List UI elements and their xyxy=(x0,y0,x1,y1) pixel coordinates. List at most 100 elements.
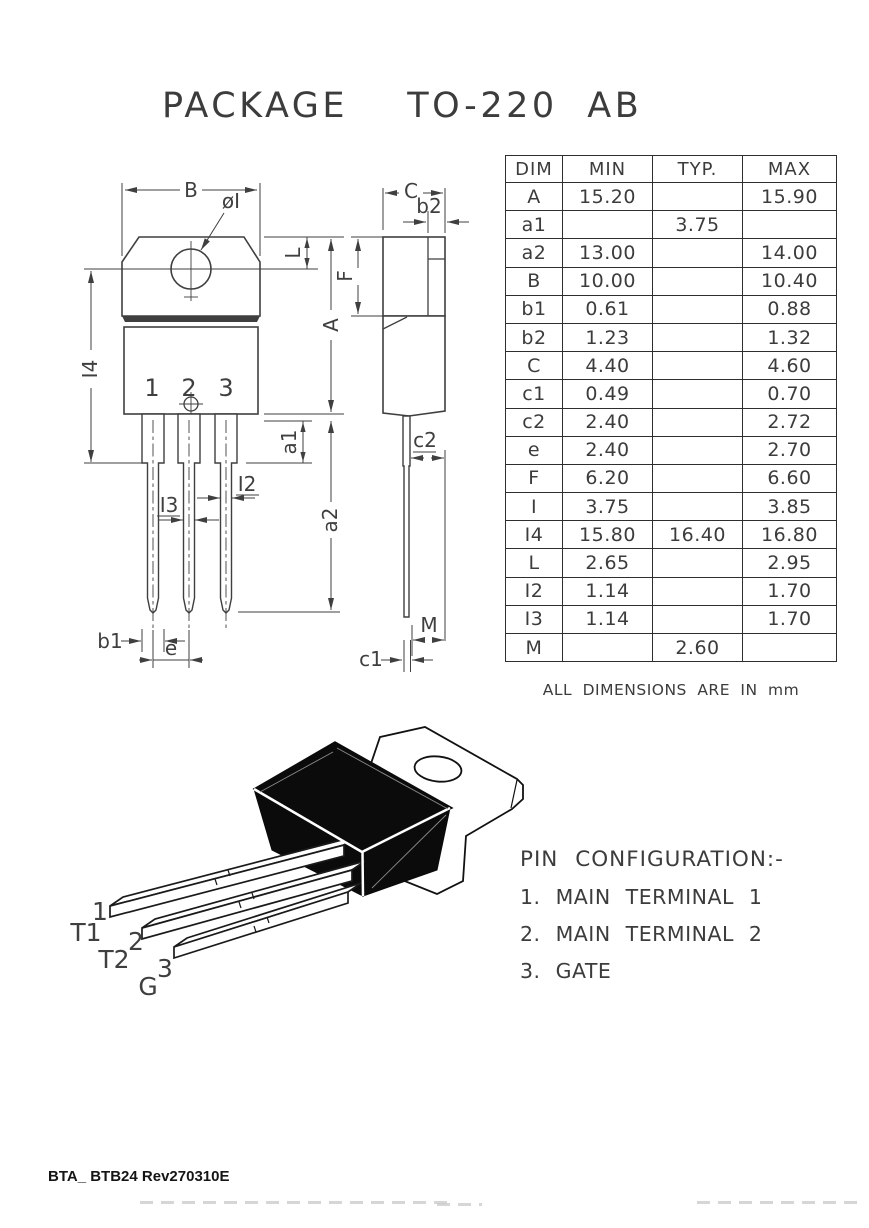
front-view-labels: B øI L A I4 a1 a2 I2 I3 b1 e 1 2 3 xyxy=(78,178,343,660)
dim-label-f: F xyxy=(333,270,357,282)
dim-value-cell xyxy=(652,379,743,409)
dim-label-b2: b2 xyxy=(416,194,441,218)
dim-value-cell: 4.40 xyxy=(562,351,653,381)
table-header-cell: TYP. xyxy=(652,155,743,183)
dim-label-e: e xyxy=(165,636,177,660)
dim-label-c: C xyxy=(404,179,418,203)
dim-value-cell: 3.75 xyxy=(652,210,743,240)
dim-label-a2: a2 xyxy=(318,508,342,533)
dim-value-cell xyxy=(652,407,743,437)
scan-artifact xyxy=(437,1203,482,1206)
dim-value-cell: 2.95 xyxy=(742,548,837,578)
dim-label-i4: I4 xyxy=(78,360,102,379)
iso-pin1-label: T1 xyxy=(69,918,101,947)
dim-label-b: B xyxy=(184,178,198,202)
dim-value-cell xyxy=(742,210,837,240)
dim-label-c1: c1 xyxy=(359,647,383,671)
dim-value-cell: 1.14 xyxy=(562,576,653,606)
dim-value-cell xyxy=(652,266,743,296)
dim-value-cell: 2.40 xyxy=(562,407,653,437)
dim-label-a1: a1 xyxy=(277,430,301,455)
dim-name-cell: e xyxy=(505,435,563,465)
dim-name-cell: A xyxy=(505,181,563,212)
dim-name-cell: c2 xyxy=(505,407,563,437)
dim-value-cell: 2.40 xyxy=(562,435,653,465)
dim-value-cell xyxy=(562,210,653,240)
dim-value-cell: 4.60 xyxy=(742,351,837,381)
iso-view-labels: 1 T1 2 T2 3 G xyxy=(69,897,173,1001)
dim-label-m: M xyxy=(420,613,437,637)
dim-value-cell: 0.70 xyxy=(742,379,837,409)
dim-value-cell: 1.23 xyxy=(562,322,653,353)
iso-mounting-hole xyxy=(413,755,463,783)
dim-value-cell xyxy=(652,492,743,522)
pin1-number: 1 xyxy=(144,374,159,402)
dim-label-i3: I3 xyxy=(160,493,179,517)
iso-pin3-number: 3 xyxy=(157,954,173,983)
dim-name-cell: L xyxy=(505,548,563,578)
dim-name-cell: b2 xyxy=(505,322,563,353)
dim-name-cell: F xyxy=(505,463,563,494)
dim-value-cell xyxy=(742,632,837,663)
dim-name-cell: I2 xyxy=(505,576,563,606)
dim-label-b1: b1 xyxy=(97,629,122,653)
dim-name-cell: C xyxy=(505,351,563,381)
front-pin-2 xyxy=(177,413,201,614)
iso-pin2-number: 2 xyxy=(128,927,144,956)
dim-name-cell: I4 xyxy=(505,520,563,550)
document-reference: BTA_ BTB24 Rev270310E xyxy=(48,1168,230,1185)
iso-view-drawing xyxy=(109,726,524,960)
dim-name-cell: a2 xyxy=(505,238,563,268)
scan-artifact xyxy=(140,1201,450,1204)
dim-value-cell: 1.70 xyxy=(742,604,837,635)
dim-value-cell: 15.20 xyxy=(562,181,653,212)
side-pin xyxy=(402,415,411,618)
dim-value-cell xyxy=(652,238,743,268)
iso-pin2-label: T2 xyxy=(97,945,129,974)
dim-name-cell: B xyxy=(505,266,563,296)
dim-value-cell: 16.40 xyxy=(652,520,743,550)
table-row: a1 3.75 xyxy=(505,210,837,240)
dim-value-cell: 3.85 xyxy=(742,492,837,522)
dim-value-cell: 2.70 xyxy=(742,435,837,465)
dim-value-cell: 0.61 xyxy=(562,294,653,324)
dim-value-cell: 1.32 xyxy=(742,322,837,353)
scan-artifact xyxy=(697,1201,860,1204)
pin-configuration-item: 1. MAIN TERMINAL 1 xyxy=(520,885,763,909)
pin-configuration-item: 3. GATE xyxy=(520,959,612,983)
dim-name-cell: a1 xyxy=(505,210,563,240)
dim-name-cell: b1 xyxy=(505,294,563,324)
dim-value-cell: 3.75 xyxy=(562,492,653,522)
dim-value-cell: 2.72 xyxy=(742,407,837,437)
dim-value-cell: 14.00 xyxy=(742,238,837,268)
dim-value-cell: 6.60 xyxy=(742,463,837,494)
front-pin-3 xyxy=(214,413,238,614)
dim-value-cell: 16.80 xyxy=(742,520,837,550)
dim-value-cell xyxy=(562,632,653,663)
front-pin-1 xyxy=(141,413,165,614)
dim-value-cell: 15.80 xyxy=(562,520,653,550)
dim-name-cell: c1 xyxy=(505,379,563,409)
pin-configuration-heading: PIN CONFIGURATION:- xyxy=(520,847,784,872)
side-view-labels: C b2 F c2 M c1 xyxy=(333,179,442,671)
dim-value-cell: 10.40 xyxy=(742,266,837,296)
dim-value-cell: 2.65 xyxy=(562,548,653,578)
dim-value-cell xyxy=(652,576,743,606)
pin-configuration-item: 2. MAIN TERMINAL 2 xyxy=(520,922,763,946)
